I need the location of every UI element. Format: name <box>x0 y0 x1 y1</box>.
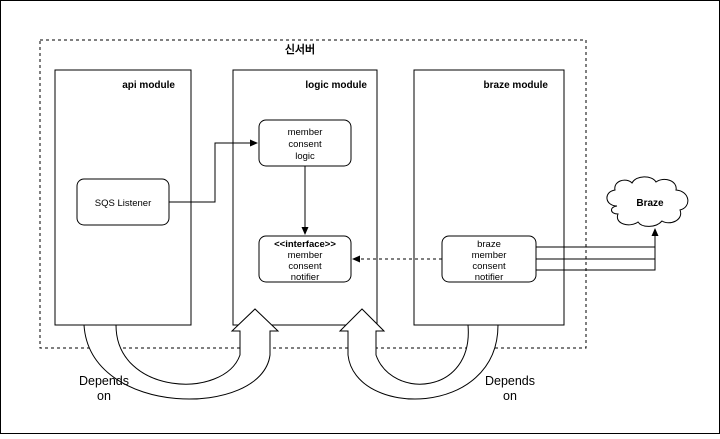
server-group-boundary <box>39 39 587 349</box>
braze-notifier-line-3: consent <box>472 261 506 272</box>
braze-cloud-icon <box>606 176 689 227</box>
depends-on-right-line-1: Depends <box>485 374 535 388</box>
braze-external-label: Braze <box>636 198 664 209</box>
sqs-to-logic-arrow <box>169 139 258 203</box>
depends-on-right-line-2: on <box>503 389 517 403</box>
depends-on-arrow-left <box>83 308 280 400</box>
braze-notifier-line-4: notifier <box>475 272 504 283</box>
notifier-interface-line-3: consent <box>288 261 322 272</box>
api-module-title: api module <box>122 80 175 91</box>
braze-notifier-line-1: braze <box>477 239 501 250</box>
notifier-interface-box <box>258 235 352 283</box>
notifier-interface-line-2: member <box>288 250 323 261</box>
depends-on-left-line-1: Depends <box>79 374 129 388</box>
sqs-listener-label: SQS Listener <box>95 198 152 209</box>
member-consent-logic-line-1: member <box>288 127 323 138</box>
member-consent-logic-line-2: consent <box>288 139 322 150</box>
logic-module-title: logic module <box>305 80 367 91</box>
depends-on-arrow-right <box>338 308 499 400</box>
braze-call-line-3 <box>536 247 656 271</box>
notifier-interface-stereotype: <<interface>> <box>274 239 336 250</box>
notifier-interface-line-4: notifier <box>291 272 320 283</box>
braze-notifier-line-2: member <box>472 250 507 261</box>
member-consent-logic-line-3: logic <box>295 151 315 162</box>
server-group-title: 신서버 <box>285 42 315 56</box>
braze-module <box>413 69 565 326</box>
depends-on-left-line-2: on <box>97 389 111 403</box>
braze-module-title: braze module <box>484 80 549 91</box>
